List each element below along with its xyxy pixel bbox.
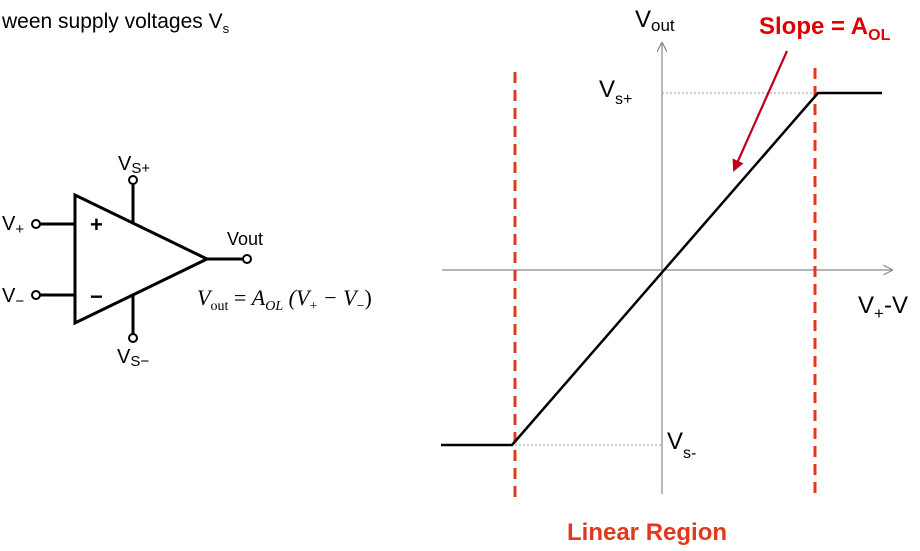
opamp-symbol: + − VS+ VS− V+ V− Vout [2,153,263,370]
vminus-terminal [31,290,41,300]
vplus-terminal [31,219,41,229]
minus-sign: − [90,284,103,309]
y-axis-label: Vout [635,6,675,35]
vs-minus-axis-label: Vs- [667,428,696,462]
header-text: ween supply voltages Vs [1,10,230,36]
vout-equation: Vout = AOL (V+ − V−) [197,285,372,314]
slope-label: Slope = AOL [759,13,891,44]
x-axis-label: V+-V [858,292,908,323]
plus-sign: + [90,212,103,237]
transfer-graph: Vout V+-V Vs+ Vs- Slope = AOL Linear Reg… [441,6,908,546]
vplus-label: V+ [2,213,24,238]
vs-plus-terminal [128,175,138,185]
vout-terminal [242,254,252,264]
transfer-curve [441,91,882,447]
vs-plus-label: VS+ [118,153,150,177]
slope-arrow [732,50,789,172]
linear-region-label: Linear Region [567,519,727,546]
vs-minus-terminal [128,333,138,343]
vout-label: Vout [227,229,263,249]
vs-minus-label: VS− [117,346,149,370]
vminus-label: V− [2,285,24,310]
opamp-triangle [73,192,211,326]
vs-plus-axis-label: Vs+ [599,76,632,108]
